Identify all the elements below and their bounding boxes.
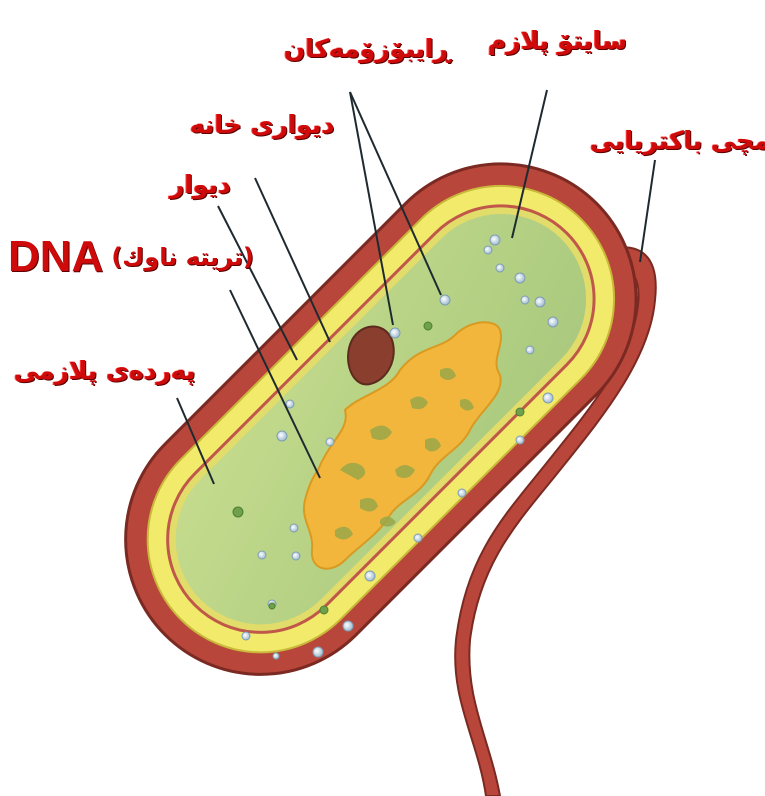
label-plasma-membrane: پەردەی پلازمی: [14, 358, 196, 383]
label-cytoplasm: سایتۆ پلازم: [488, 28, 627, 53]
label-dna-kurdish: (تریتە ناوك): [111, 243, 254, 271]
label-flagellum: قامچی باکتریایی: [590, 128, 765, 153]
label-capsule: دیوار: [170, 172, 231, 197]
label-cell-wall: دیواری خانە: [190, 112, 334, 137]
label-ribosomes: ڕایبۆزۆمەکان: [284, 36, 451, 61]
label-dna: DNA (تریتە ناوك): [8, 232, 254, 282]
label-dna-english: DNA: [8, 232, 103, 281]
